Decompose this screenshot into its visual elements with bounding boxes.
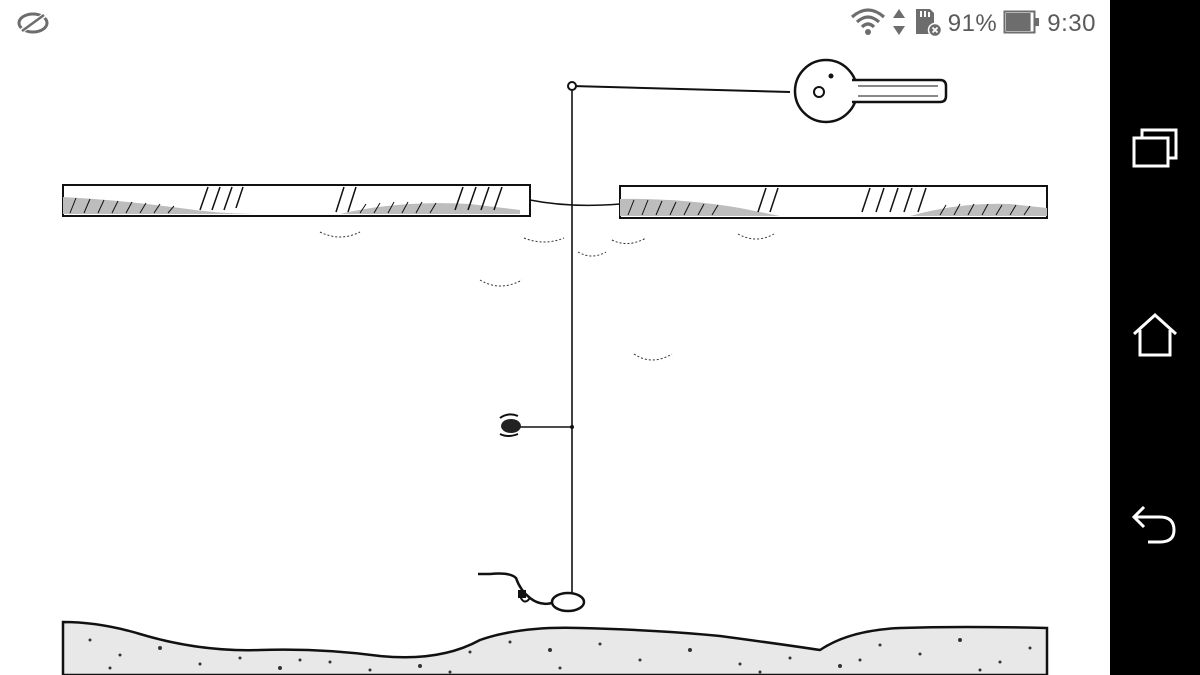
- battery-icon: [1003, 9, 1041, 40]
- recent-apps-button[interactable]: [1125, 120, 1185, 180]
- image-viewer[interactable]: [0, 48, 1110, 675]
- status-bar: 91% 9:30: [0, 0, 1110, 48]
- water-ripples: [319, 231, 775, 361]
- sinker-bait: [478, 572, 586, 613]
- back-button[interactable]: [1125, 494, 1185, 554]
- ice-slab-right: [619, 185, 1048, 219]
- wifi-icon: [850, 7, 886, 42]
- navigation-bar: [1110, 0, 1200, 675]
- battery-fill: [1006, 12, 1031, 31]
- ice-slab-left: [62, 184, 531, 217]
- dropper-lure: [499, 413, 574, 437]
- notification-app-icon: [16, 10, 50, 36]
- sd-card-error-icon: [912, 7, 942, 42]
- clock: 9:30: [1047, 10, 1096, 37]
- status-icons: 91% 9:30: [850, 6, 1096, 42]
- fishing-rod: [567, 58, 948, 124]
- home-icon: [1130, 310, 1180, 365]
- recent-apps-icon: [1130, 126, 1180, 175]
- back-icon: [1130, 499, 1180, 550]
- data-transfer-icon: [892, 7, 906, 42]
- battery-percent: 91%: [947, 10, 998, 37]
- lake-bottom: [61, 620, 1049, 675]
- ice-fishing-illustration: [61, 58, 1049, 675]
- ice-hole-slush: [529, 199, 621, 207]
- home-button[interactable]: [1125, 307, 1185, 367]
